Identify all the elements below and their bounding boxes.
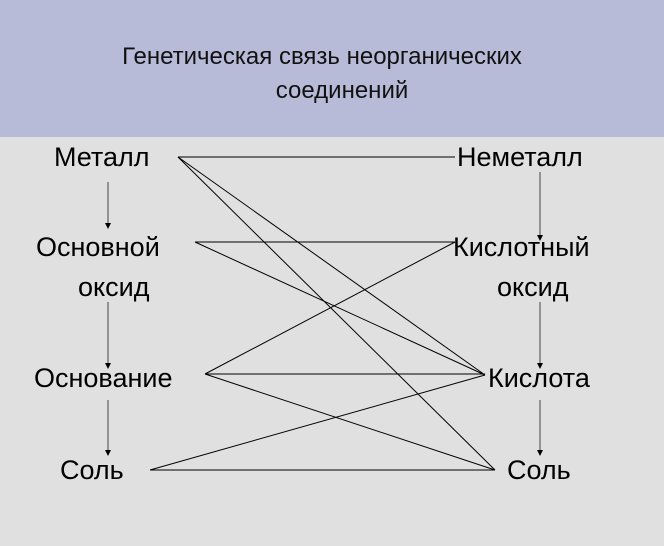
link-basicoxide-acid <box>194 241 486 376</box>
link-base-salt <box>204 373 496 471</box>
node-base: Основание <box>34 363 173 393</box>
title-banner <box>0 0 664 137</box>
link-salt-acid <box>149 374 486 471</box>
node-basic-oxide-1: Основной <box>36 232 160 262</box>
node-metal: Металл <box>54 142 150 172</box>
node-acid-oxide-1: Кислотный <box>453 232 590 262</box>
link-acidoxide-base <box>204 241 456 375</box>
title-line-2: соединений <box>275 77 409 104</box>
node-nonmetal: Неметалл <box>457 142 583 172</box>
link-metal-acid <box>177 156 486 376</box>
node-salt-right: Соль <box>507 455 571 485</box>
title-line-1: Генетическая связь неорганических <box>122 43 522 70</box>
slide-title: Генетическая связь неорганических соедин… <box>0 40 664 108</box>
node-acid-oxide-2: оксид <box>497 272 569 302</box>
node-acid: Кислота <box>488 363 590 393</box>
node-basic-oxide-2: оксид <box>78 272 150 302</box>
link-metal-salt <box>177 156 496 471</box>
node-salt-left: Соль <box>60 455 124 485</box>
